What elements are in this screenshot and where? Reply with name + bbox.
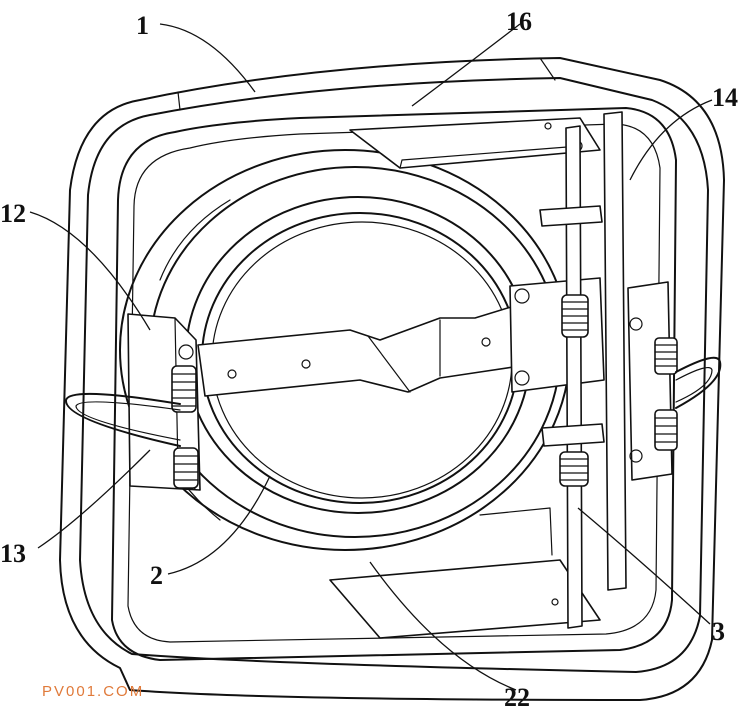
label-3: 3 [712,617,725,646]
label-14: 14 [712,83,738,112]
cross-bar [197,291,561,397]
hinge-assembly [509,125,605,629]
leader-lines [29,23,713,691]
label-1: 1 [136,11,149,40]
label-13: 13 [0,539,26,568]
right-side-plate [603,111,722,591]
label-16: 16 [506,7,532,36]
reference-numerals: 1 16 14 12 13 2 22 3 [0,7,738,712]
bottom-bracket [329,507,601,639]
label-2: 2 [150,561,163,590]
watermark: PV001.COM [42,683,144,700]
left-hinge [65,313,201,491]
top-bracket [349,117,601,169]
inner-frame [111,107,677,661]
label-22: 22 [504,683,530,712]
outer-housing [59,57,725,701]
label-12: 12 [0,199,26,228]
